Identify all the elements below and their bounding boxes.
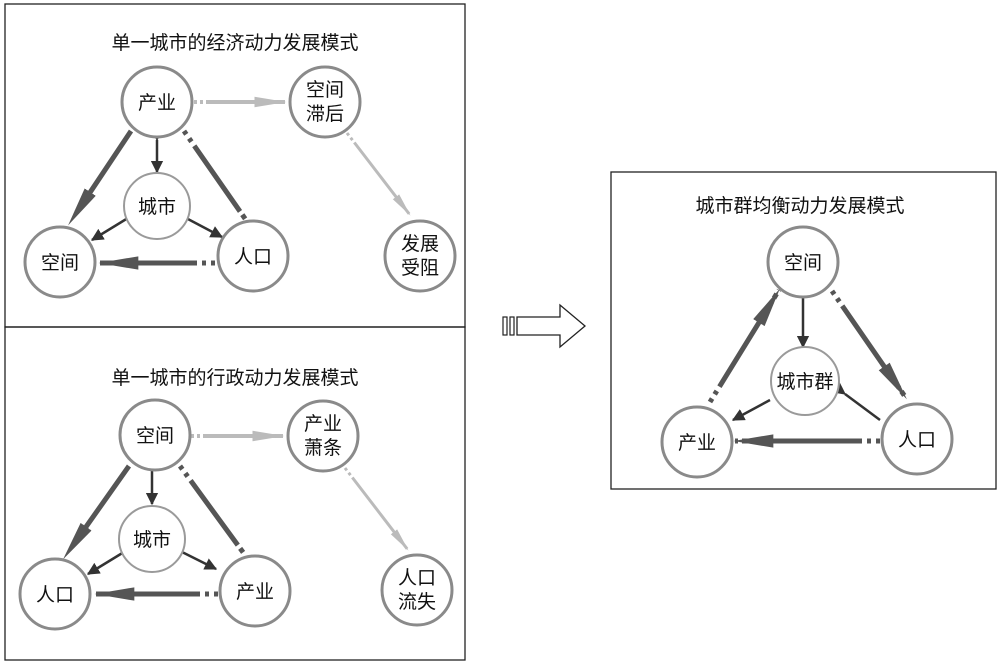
node-development-blocked-label-2: 受阻	[401, 257, 439, 279]
edge-center-industry	[181, 550, 218, 571]
node-city-cluster-label: 城市群	[776, 371, 833, 393]
edge-industry-to-space	[66, 129, 134, 226]
node-industry-depression-label-1: 产业	[304, 413, 342, 435]
panel-cluster: 城市群均衡动力发展模式 空间 城市群 产业 人口	[610, 171, 997, 490]
node-population-label: 人口	[234, 246, 272, 268]
panel-economic: 单一城市的经济动力发展模式 产业 城市 空间 人口 空间 滞后 发展 受阻	[4, 3, 466, 328]
node-population	[880, 402, 954, 476]
node-space-lag-label-1: 空间	[306, 79, 344, 101]
edge-space-to-population	[829, 289, 909, 400]
edge-center-population	[832, 382, 881, 422]
edge-depression-to-loss	[343, 467, 410, 551]
panel-admin: 单一城市的行政动力发展模式 空间 城市 人口 产业 产业 萧条 人口 流失	[4, 326, 466, 661]
transition-arrow	[502, 303, 587, 349]
node-industry-depression	[286, 399, 360, 473]
node-space	[118, 398, 192, 472]
edge-lag-to-blocked	[345, 132, 412, 216]
node-population	[18, 557, 92, 631]
panel-cluster-frame	[610, 171, 997, 490]
edge-center-industry	[731, 398, 771, 422]
node-industry	[120, 65, 194, 139]
edge-center-population	[86, 550, 125, 576]
edge-center-population	[185, 216, 224, 239]
node-space-label: 空间	[41, 252, 79, 274]
node-industry	[218, 554, 292, 628]
node-population	[216, 219, 290, 293]
node-industry-label: 产业	[236, 581, 274, 603]
node-industry-label: 产业	[138, 92, 176, 114]
edge-space-to-industry	[177, 464, 248, 557]
panel-admin-frame	[4, 326, 466, 661]
node-industry-depression-label-2: 萧条	[304, 437, 342, 459]
node-population-loss	[380, 553, 454, 627]
node-population-label: 人口	[898, 429, 936, 451]
node-space	[766, 225, 840, 299]
panel-cluster-title: 城市群均衡动力发展模式	[695, 195, 904, 217]
node-space-label: 空间	[136, 425, 174, 447]
node-population-label: 人口	[36, 584, 74, 606]
edge-industry-to-space	[707, 288, 782, 404]
panel-admin-title: 单一城市的行政动力发展模式	[111, 367, 358, 389]
node-industry	[660, 405, 734, 479]
node-space	[23, 225, 97, 299]
node-space-lag	[288, 65, 362, 139]
node-city-cluster	[770, 346, 840, 416]
edge-center-space	[90, 216, 129, 242]
node-city-label: 城市	[133, 529, 171, 551]
node-population-loss-label-2: 流失	[398, 591, 436, 613]
node-city	[118, 505, 186, 573]
edge-space-to-population	[61, 464, 132, 560]
node-space-label: 空间	[784, 252, 822, 274]
node-development-blocked	[383, 219, 457, 293]
node-city	[123, 172, 191, 240]
node-population-loss-label-1: 人口	[398, 567, 436, 589]
node-space-lag-label-2: 滞后	[306, 103, 344, 125]
node-industry-label: 产业	[678, 432, 716, 454]
node-city-label: 城市	[138, 196, 176, 218]
node-development-blocked-label-1: 发展	[401, 233, 439, 255]
edge-industry-to-population	[181, 129, 249, 222]
panel-economic-title: 单一城市的经济动力发展模式	[111, 32, 358, 54]
